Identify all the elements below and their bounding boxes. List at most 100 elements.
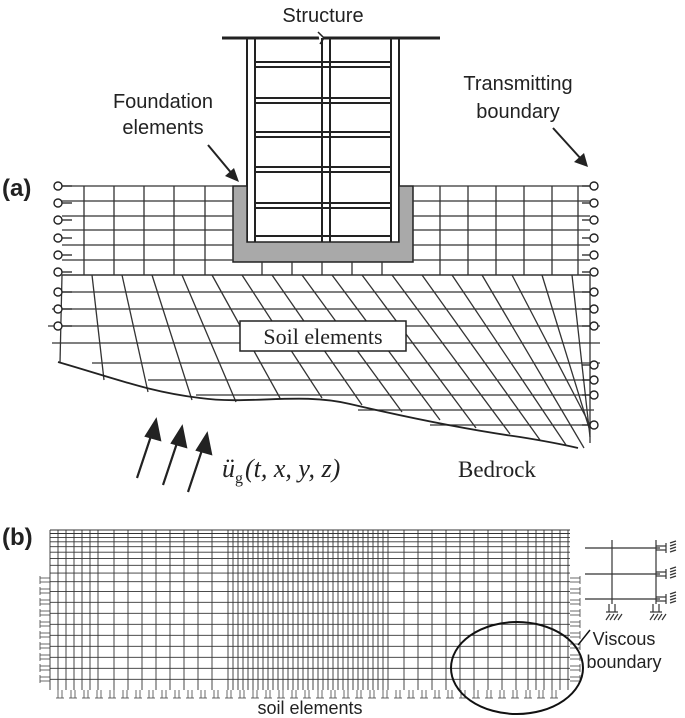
bedrock-label: Bedrock bbox=[458, 457, 536, 482]
dashpot bbox=[56, 690, 64, 699]
boundary-node bbox=[53, 287, 63, 297]
dashpot bbox=[238, 690, 246, 699]
boundary-node bbox=[589, 360, 599, 370]
dashpot bbox=[39, 653, 50, 661]
dashpot bbox=[39, 576, 50, 584]
panel-a: Soil elements Structure Foundation eleme… bbox=[2, 5, 600, 493]
dashpot bbox=[570, 576, 581, 584]
viscous-label-line-1: Viscous bbox=[593, 629, 656, 649]
viscous-label-line-2: boundary bbox=[586, 652, 661, 672]
boundary-node bbox=[53, 233, 63, 243]
boundary-node bbox=[589, 375, 599, 385]
dashpot bbox=[570, 620, 581, 628]
hatch bbox=[669, 569, 677, 573]
mesh-line bbox=[391, 274, 511, 435]
boundary-node bbox=[53, 267, 63, 277]
dashpot bbox=[303, 690, 311, 699]
dashpot bbox=[134, 690, 142, 699]
mesh-line bbox=[511, 274, 591, 426]
dashpot bbox=[433, 690, 441, 699]
panel-b-tag: (b) bbox=[2, 524, 33, 551]
dashpot bbox=[199, 690, 207, 699]
dashpot bbox=[511, 690, 519, 699]
dashpot bbox=[570, 587, 581, 595]
hatch bbox=[669, 543, 677, 547]
hatch bbox=[657, 613, 663, 621]
left-transmitting-boundary-nodes bbox=[53, 181, 72, 331]
transmitting-arrow bbox=[552, 127, 588, 167]
dashpot bbox=[420, 690, 428, 699]
dashpot bbox=[108, 690, 116, 699]
dashpot bbox=[39, 664, 50, 672]
hatch bbox=[669, 594, 677, 598]
foundation-label-line-1: Foundation bbox=[113, 91, 213, 113]
bedrock-surface bbox=[57, 361, 579, 449]
dashpot bbox=[39, 631, 50, 639]
boundary-node bbox=[589, 198, 599, 208]
boundary-node bbox=[589, 420, 599, 430]
dashpot bbox=[394, 690, 402, 699]
boundary-node bbox=[589, 287, 599, 297]
boundary-node bbox=[53, 250, 63, 260]
input-motion-subscript: g bbox=[235, 470, 243, 487]
lower-soil-mesh bbox=[48, 274, 600, 449]
boundary-node bbox=[53, 181, 63, 191]
hatch bbox=[669, 549, 677, 553]
mesh-line bbox=[121, 274, 149, 393]
boundary-node bbox=[53, 215, 63, 225]
hatch bbox=[669, 591, 677, 595]
dashpot bbox=[147, 690, 155, 699]
viscous-boundary-highlight bbox=[450, 621, 584, 715]
panel-a-tag: (a) bbox=[2, 175, 31, 202]
right-transmitting-boundary-nodes bbox=[582, 181, 599, 430]
dashpot bbox=[537, 690, 545, 699]
dashpot bbox=[186, 690, 194, 699]
viscous-boundary-detail bbox=[585, 540, 677, 621]
boundary-node bbox=[589, 321, 599, 331]
foundation-arrow bbox=[207, 144, 239, 182]
boundary-node bbox=[53, 198, 63, 208]
dashpot bbox=[95, 690, 103, 699]
hatch bbox=[669, 566, 677, 570]
structure-frame bbox=[222, 31, 440, 242]
boundary-node bbox=[589, 233, 599, 243]
soil-elements-label-b: soil elements bbox=[257, 698, 362, 718]
dashpot bbox=[570, 675, 581, 683]
mesh-line bbox=[421, 274, 541, 441]
dashpot bbox=[498, 690, 506, 699]
dashpot bbox=[277, 690, 285, 699]
hatch bbox=[661, 613, 667, 621]
soil-elements-label: Soil elements bbox=[263, 324, 382, 349]
dashpot bbox=[290, 690, 298, 699]
input-motion-args: (t, x, y, z) bbox=[245, 454, 340, 483]
boundary-node bbox=[589, 215, 599, 225]
boundary-node bbox=[53, 304, 63, 314]
dashpot bbox=[212, 690, 220, 699]
mesh-line bbox=[451, 274, 567, 446]
transmitting-label-line-1: Transmitting bbox=[463, 73, 572, 95]
input-motion-arrows bbox=[135, 417, 213, 493]
dashpot bbox=[342, 690, 350, 699]
mesh-line bbox=[91, 274, 105, 381]
dashpot bbox=[570, 631, 581, 639]
dashpot bbox=[368, 690, 376, 699]
dashpot bbox=[316, 690, 324, 699]
dashpot bbox=[446, 690, 454, 699]
dashpot bbox=[160, 690, 168, 699]
hatch bbox=[669, 597, 677, 601]
dashpot bbox=[355, 690, 363, 699]
dashpot bbox=[173, 690, 181, 699]
dashpot bbox=[485, 690, 493, 699]
dashpot bbox=[39, 609, 50, 617]
upper-soil-mesh bbox=[62, 185, 590, 276]
dashpot bbox=[39, 620, 50, 628]
foundation-label-line-2: elements bbox=[122, 117, 203, 139]
structure-label: Structure bbox=[282, 5, 363, 27]
dashpot bbox=[570, 664, 581, 672]
hatch bbox=[669, 575, 677, 579]
dashpot bbox=[39, 675, 50, 683]
viscous-boundary-dashpots bbox=[39, 576, 581, 699]
dashpot bbox=[121, 690, 129, 699]
boundary-node bbox=[589, 267, 599, 277]
